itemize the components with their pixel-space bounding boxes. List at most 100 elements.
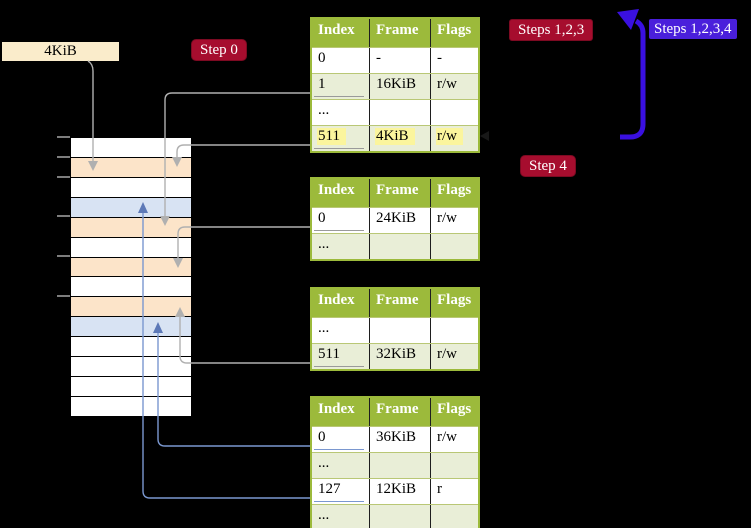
table-cell: - [430,48,478,73]
memory-frame-row [71,138,191,158]
column-header: Index [318,22,355,38]
table-row: ... [312,99,478,125]
table-cell [430,100,478,125]
table-cell: 16KiB [369,74,430,99]
table-cell: r/w [430,74,478,99]
table-cell [369,100,430,125]
step-4-badge: Step 4 [520,155,576,177]
table-cell: ... [318,455,330,471]
arrowhead-up-icon [153,322,163,333]
table-cell [369,505,430,528]
address-tick [57,255,70,258]
table-cell [430,505,478,528]
address-tick [57,155,70,158]
table-cell [369,234,430,259]
memory-frame-row [71,157,191,178]
highlighted-value: 511 [317,128,346,145]
steps-123-badge: Steps 1,2,3 [509,19,594,41]
index-connector-underline [314,366,364,367]
index-connector-underline [314,96,364,97]
table-cell: 24KiB [369,208,430,233]
column-header: Index [318,401,355,417]
table-row: ... [312,452,478,478]
column-header: Frame [369,398,430,426]
table-cell: ... [318,102,330,118]
table-cell: 0 [312,427,369,452]
highlighted-value: 4KiB [375,128,415,145]
memory-frame-row [71,377,191,397]
table-cell [430,453,478,478]
table-cell: r/w [430,126,478,151]
table-cell: 127 [312,479,369,504]
address-tick [57,175,70,178]
repeat-steps-arrowhead-icon [617,9,639,30]
column-header: Index [318,182,355,198]
arrowhead-down-icon [172,157,182,167]
column-header: Frame [369,19,430,47]
memory-frame-row [71,357,191,378]
table-cell [369,318,430,343]
table-cell: 36KiB [369,427,430,452]
table-row: ... [312,504,478,528]
memory-frame-row [71,197,191,218]
table-row: ... [312,317,478,343]
arrowhead-up-icon [175,307,185,317]
table-cell [369,453,430,478]
column-header: Flags [430,398,478,426]
arrow-t4r0-to-frame [157,332,310,447]
memory-frame-row [71,177,191,198]
table1-entry-marker-icon [480,131,489,141]
table-cell: r [430,479,478,504]
table-row: 511 4KiB r/w [312,125,478,151]
arrowhead-up-icon [138,202,148,213]
table-cell: r/w [430,344,478,369]
column-header: Frame [369,289,430,317]
table-cell: ... [318,320,330,336]
column-header: Flags [430,179,478,207]
column-header: Index [318,292,355,308]
table-cell: 32KiB [369,344,430,369]
table-cell: ... [318,236,330,252]
memory-frame-row [71,396,191,416]
column-header: Flags [430,289,478,317]
table-row: ... [312,233,478,259]
index-connector-underline [314,449,364,450]
column-header: Frame [369,179,430,207]
table-cell [430,234,478,259]
address-tick [57,294,70,297]
table-cell: 12KiB [369,479,430,504]
table-cell: 0 [318,50,326,66]
table-cell: 511 [312,344,369,369]
arrow-t4r127-to-frame [142,212,310,499]
table-cell [430,318,478,343]
table-cell: r/w [430,208,478,233]
index-connector-underline [314,230,364,231]
memory-frame-row [71,297,191,318]
table-cell: r/w [430,427,478,452]
memory-frame-row [71,237,191,258]
column-header: Flags [430,19,478,47]
table-cell: ... [318,507,330,523]
arrow-t2r0-to-frame [177,226,310,259]
index-connector-underline [314,501,364,502]
table-row: 0-- [312,47,478,73]
step-0-badge: Step 0 [191,39,247,61]
index-connector-underline [314,148,364,149]
arrow-t3r511-to-frame [179,316,310,364]
memory-frame-row [71,257,191,278]
arrow-t1r1-to-frame [164,92,310,217]
